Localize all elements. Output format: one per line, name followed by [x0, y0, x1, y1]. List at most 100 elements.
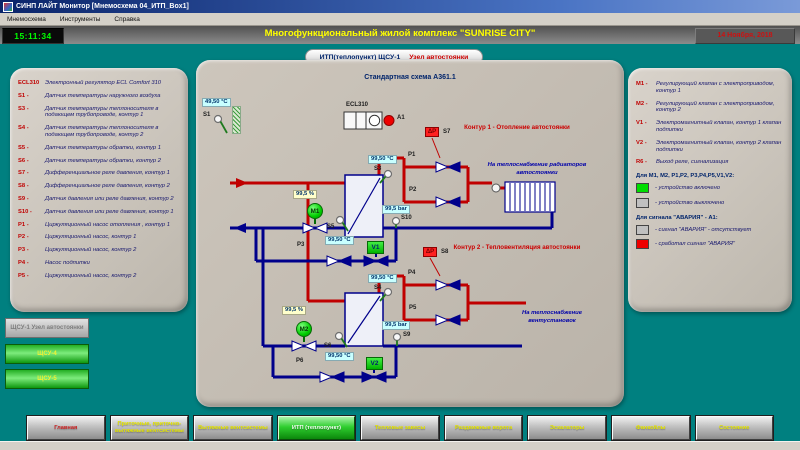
status-bar [0, 441, 800, 450]
circuit1-title: Контур 1 - Отопление автостоянки [464, 124, 570, 131]
legend-key: V1 - [636, 120, 647, 127]
legend-desc: Выход реле, сигнализация [656, 159, 729, 166]
pump-p6-label: P6 [296, 358, 304, 364]
state-off-swatch [636, 197, 649, 208]
sensor-s7-label: S7 [443, 129, 451, 135]
legend-row-s3: S3 - Датчик температуры теплоносителя в п… [18, 106, 183, 120]
alarm-legend-off: - сигнал "АВАРИЯ" - отсутствует [636, 224, 787, 235]
menu-help[interactable]: Справка [114, 15, 140, 23]
side-button-schu1[interactable]: ЩСУ-1 Узел автостоянки [5, 318, 89, 338]
legend-row-m2: M2 - Регулирующий клапан с электроприводо… [636, 101, 787, 115]
alarm-legend-title: Для сигнала "АВАРИЯ" - А1: [636, 214, 718, 221]
nav-eskalatory[interactable]: Эскалаторы [527, 415, 607, 441]
sensor-s10-label: S10 [401, 215, 412, 221]
destination1-text: На теплоснабжение радиаторов автостоянки [487, 162, 587, 176]
dp-switch-s8: ΔP [423, 247, 437, 257]
pump-p4-label: P4 [408, 270, 416, 276]
legend-desc: Дифференциальное реле давления, контур 1 [45, 170, 170, 177]
legend-desc: Датчик температуры обратки, контур 1 [45, 144, 161, 151]
side-button-schu5[interactable]: ЩСУ-5 [5, 369, 89, 389]
legend-desc: Регулирующий клапан с электроприводом, к… [656, 100, 775, 114]
side-button-schu4[interactable]: ЩСУ-4 [5, 344, 89, 364]
valve-v2[interactable]: V2 [366, 357, 383, 370]
menu-mnemoschema[interactable]: Мнемосхема [7, 15, 46, 23]
destination2-text: На теплоснабжение вентустановок [521, 310, 583, 324]
state-legend-on: - устройство включено [636, 183, 787, 194]
legend-key: S5 - [18, 144, 29, 151]
pump-p3-label: P3 [297, 242, 305, 248]
sensor-s5-reading: 99,50 °C [325, 236, 354, 245]
legend-desc: Циркуляционный насос, контур 1 [45, 234, 137, 241]
nav-teplovye-zavesy[interactable]: Тепловые завесы [360, 415, 440, 441]
legend-desc: Датчик температуры теплоносителя в подаю… [45, 105, 159, 119]
title-bar: СИНП ЛАЙТ Монитор [Мнемосхема 04_ИТП_Box… [0, 0, 800, 13]
alarm-off-text: - сигнал "АВАРИЯ" - отсутствует [655, 226, 752, 233]
dp-switch-s7: ΔP [425, 127, 439, 137]
legend-row-v2: V2 - Электромагнитный клапан, контур 2 кл… [636, 140, 787, 154]
legend-desc: Электромагнитный клапан, контур 2 клапан… [656, 139, 782, 153]
nav-itp[interactable]: ИТП (теплопункт) [276, 415, 357, 441]
legend-key: V2 - [636, 139, 647, 146]
legend-row-p5: P5 -Циркуляционный насос, контур 2 [18, 273, 183, 280]
piping-diagram [213, 111, 556, 383]
state-legend-title: Для М1, М2, P1,P2, P3,P4,P5,V1,V2: [636, 173, 735, 180]
circuit2-title: Контур 2 - Тепловентиляция автостоянки [453, 244, 581, 251]
valve-m2[interactable]: M2 [296, 321, 312, 337]
nav-sostoyanie[interactable]: Состояние [694, 415, 775, 441]
legend-key: R6 - [636, 159, 647, 166]
alarm-legend-on: - сработал сигнал "АВАРИЯ" [636, 239, 787, 250]
legend-key: S10 - [18, 208, 32, 215]
bottom-nav-bar: Главная Приточные, приточно-вытяжные вен… [0, 415, 800, 441]
legend-row-p3: P3 -Циркуляционный насос, контур 2 [18, 247, 183, 254]
sensor-s1-label: S1 [203, 112, 211, 118]
legend-row-s5: S5 - Датчик температуры обратки, контур 1 [18, 145, 183, 152]
legend-key: S1 - [18, 92, 29, 99]
pump-p1-label: P1 [408, 152, 416, 158]
sensor-s8-label: S8 [441, 249, 449, 255]
alarm-off-swatch [636, 224, 649, 235]
sensor-s1-reading: 49,50 °C [202, 98, 231, 107]
valve-v1[interactable]: V1 [367, 241, 384, 254]
sensor-s6-label: S6 [324, 343, 332, 349]
state-on-swatch [636, 183, 649, 194]
nav-pritochnye[interactable]: Приточные, приточно-вытяжные вентсистемы [109, 415, 190, 441]
legend-desc: Электронный регулятор ECL Comfort 310 [45, 80, 162, 86]
nav-fankoyly[interactable]: Фанкойлы [610, 415, 691, 441]
legend-desc: Датчик температуры теплоносителя в подаю… [45, 125, 159, 138]
legend-row-p2: P2 -Циркуляционный насос, контур 1 [18, 234, 183, 241]
schematic-panel: Стандартная схема А361.1 49,50 °C S1 ECL… [196, 60, 624, 407]
valve-m1-position: 99,5 % [293, 190, 318, 199]
legend-key: P5 - [18, 272, 29, 279]
legend-key: M2 - [636, 100, 648, 107]
legend-desc: Циркуляционный насос отопления , контур … [45, 221, 170, 228]
tab-itp-schu1[interactable]: ИТП(теплопункт) ЩСУ-1 [319, 53, 401, 61]
valve-m1[interactable]: M1 [307, 203, 323, 219]
legend-key: S4 - [18, 125, 29, 132]
sensor-s10-reading: 99,5 bar [382, 205, 410, 214]
tab-uzel-avtostoyanki[interactable]: Узел автостоянки [409, 53, 469, 61]
alarm-on-swatch [636, 239, 649, 250]
actuator-legend-panel: M1 -Регулирующий клапан с электроприводо… [628, 68, 792, 312]
state-off-text: - устройство выключено [655, 199, 725, 206]
sensor-s3-label: S3 [374, 166, 382, 172]
legend-key: S3 - [18, 105, 29, 112]
legend-desc: Датчик давления или реле давления, конту… [45, 208, 174, 215]
nav-vytyazhnye[interactable]: Вытяжные вентсистемы [193, 415, 273, 441]
legend-desc: Дифференциальное реле давления, контур 2 [45, 183, 170, 190]
legend-desc: Датчик температуры обратки, контур 2 [45, 157, 161, 164]
legend-row-s6: S6 -Датчик температуры обратки, контур 2 [18, 158, 183, 165]
legend-row-s8: S8 - Дифференциальное реле давления, конт… [18, 183, 183, 190]
legend-row-s1: S1 -Датчик температуры наружного воздуха [18, 93, 183, 100]
page-title: Многофункциональный жилой комплекс "SUNR… [264, 28, 536, 39]
menu-tools[interactable]: Инструменты [59, 15, 101, 23]
legend-row-p4: P4 -Насос подпитки [18, 260, 183, 267]
legend-key: S8 - [18, 183, 29, 190]
state-on-text: - устройство включено [655, 185, 721, 192]
clock: 15:11:34 [2, 27, 64, 44]
sensor-s4-reading: 99,50 °C [368, 274, 397, 283]
nav-glavnaya[interactable]: Главная [26, 415, 106, 441]
header-bar: 15:11:34 Многофункциональный жилой компл… [0, 26, 800, 44]
nav-razdvizhnye-vorota[interactable]: Раздвижные ворота [443, 415, 524, 441]
